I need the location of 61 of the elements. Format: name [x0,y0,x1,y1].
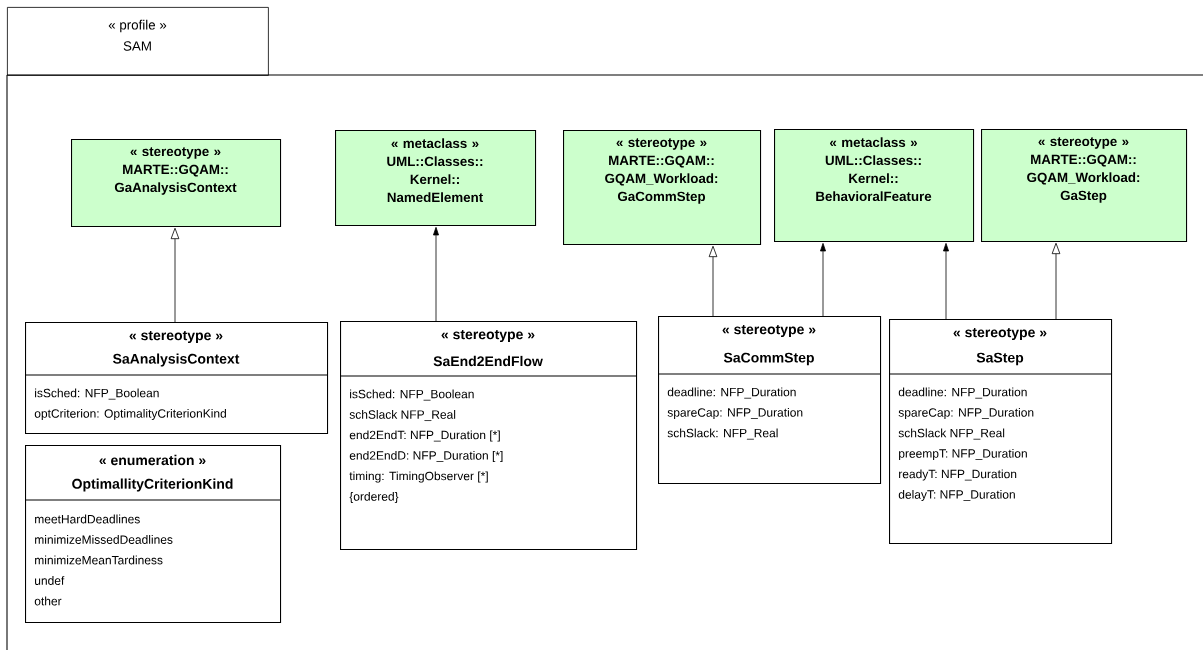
class-box [888,319,1113,545]
class-name: MARTE::GQAM:: GQAM_Workload: GaStep [1027,154,1140,203]
attribute-text: preempT: NFP_Duration [899,448,1027,461]
stereotype-label: « metaclass » [391,138,479,149]
class-box [24,445,282,624]
generalization-arrow [1051,242,1061,320]
attribute-text: schSlack NFP_Real [898,428,1005,440]
package-label: « profile » [108,19,167,33]
attribute-text: delayT: NFP_Duration [898,489,1015,502]
generalization-arrow [708,245,718,317]
metaclass-box [335,130,537,227]
attribute-text: schSlack: NFP_Real [667,428,778,440]
generalization-arrow [820,243,826,317]
attribute-text: minimizeMeanTardiness [35,555,163,565]
stereotype-label: « stereotype » [129,331,223,344]
attribute-text: minimizeMissedDeadlines [35,535,173,544]
attribute-text: meetHardDeadlines [35,514,140,524]
class-name: UML::Classes:: Kernel:: BehavioralFeature [816,155,932,202]
stereotype-label: « stereotype » [953,328,1047,341]
class-name: UML::Classes:: Kernel:: NamedElement [387,156,483,203]
class-box [24,322,329,435]
attribute-text: end2EndD: NFP_Duration [*] [349,450,503,463]
attribute-text: end2EndT: NFP_Duration [*] [349,430,500,442]
attribute-text: spareCap: NFP_Duration [667,407,803,420]
metaclass-box [563,130,762,246]
class-box [657,316,882,485]
attribute-text: readyT: NFP_Duration [899,469,1017,481]
generalization-arrow [943,243,949,320]
metaclass-box [774,129,975,243]
stereotype-label: « stereotype » [722,325,816,337]
attribute-text: deadline: NFP_Duration [898,387,1027,399]
package-frame [6,7,1203,650]
generalization-arrow [433,226,439,322]
attribute-text: other [34,596,62,606]
metaclass-box [71,139,282,228]
stereotype-label: « stereotype » [130,147,221,159]
package-label: SAM [123,41,151,51]
attribute-text: {ordered} [349,491,399,504]
class-name: MARTE::GQAM:: GaAnalysisContext [114,164,237,195]
stereotype-label: « stereotype » [441,330,535,342]
class-box [339,321,638,551]
class-name: MARTE::GQAM:: GQAM_Workload: GaCommStep [605,155,718,204]
attribute-text: isSched: NFP_Boolean [350,389,474,401]
attribute-text: timing: TimingObserver [*] [349,471,488,483]
class-name: OptimallityCriterionKind [72,478,233,492]
stereotype-label: « stereotype » [1038,137,1129,149]
attribute-text: undef [35,576,65,585]
class-name: SaCommStep [723,352,814,366]
class-name: SaAnalysisContext [113,353,240,367]
class-name: SaStep [976,352,1024,366]
attribute-text: deadline: NFP_Duration [667,387,796,399]
generalization-arrow [170,227,180,323]
attribute-text: spareCap: NFP_Duration [898,407,1034,420]
class-name: SaEnd2EndFlow [433,355,543,367]
stereotype-label: « enumeration » [99,454,206,466]
metaclass-box [981,129,1188,243]
stereotype-label: « stereotype » [616,138,707,150]
stereotype-label: « metaclass » [830,137,917,148]
attribute-text: schSlack NFP_Real [349,409,456,422]
attribute-text: optCriterion: OptimalityCriterionKind [34,408,226,421]
attribute-text: isSched: NFP_Boolean [35,388,159,400]
